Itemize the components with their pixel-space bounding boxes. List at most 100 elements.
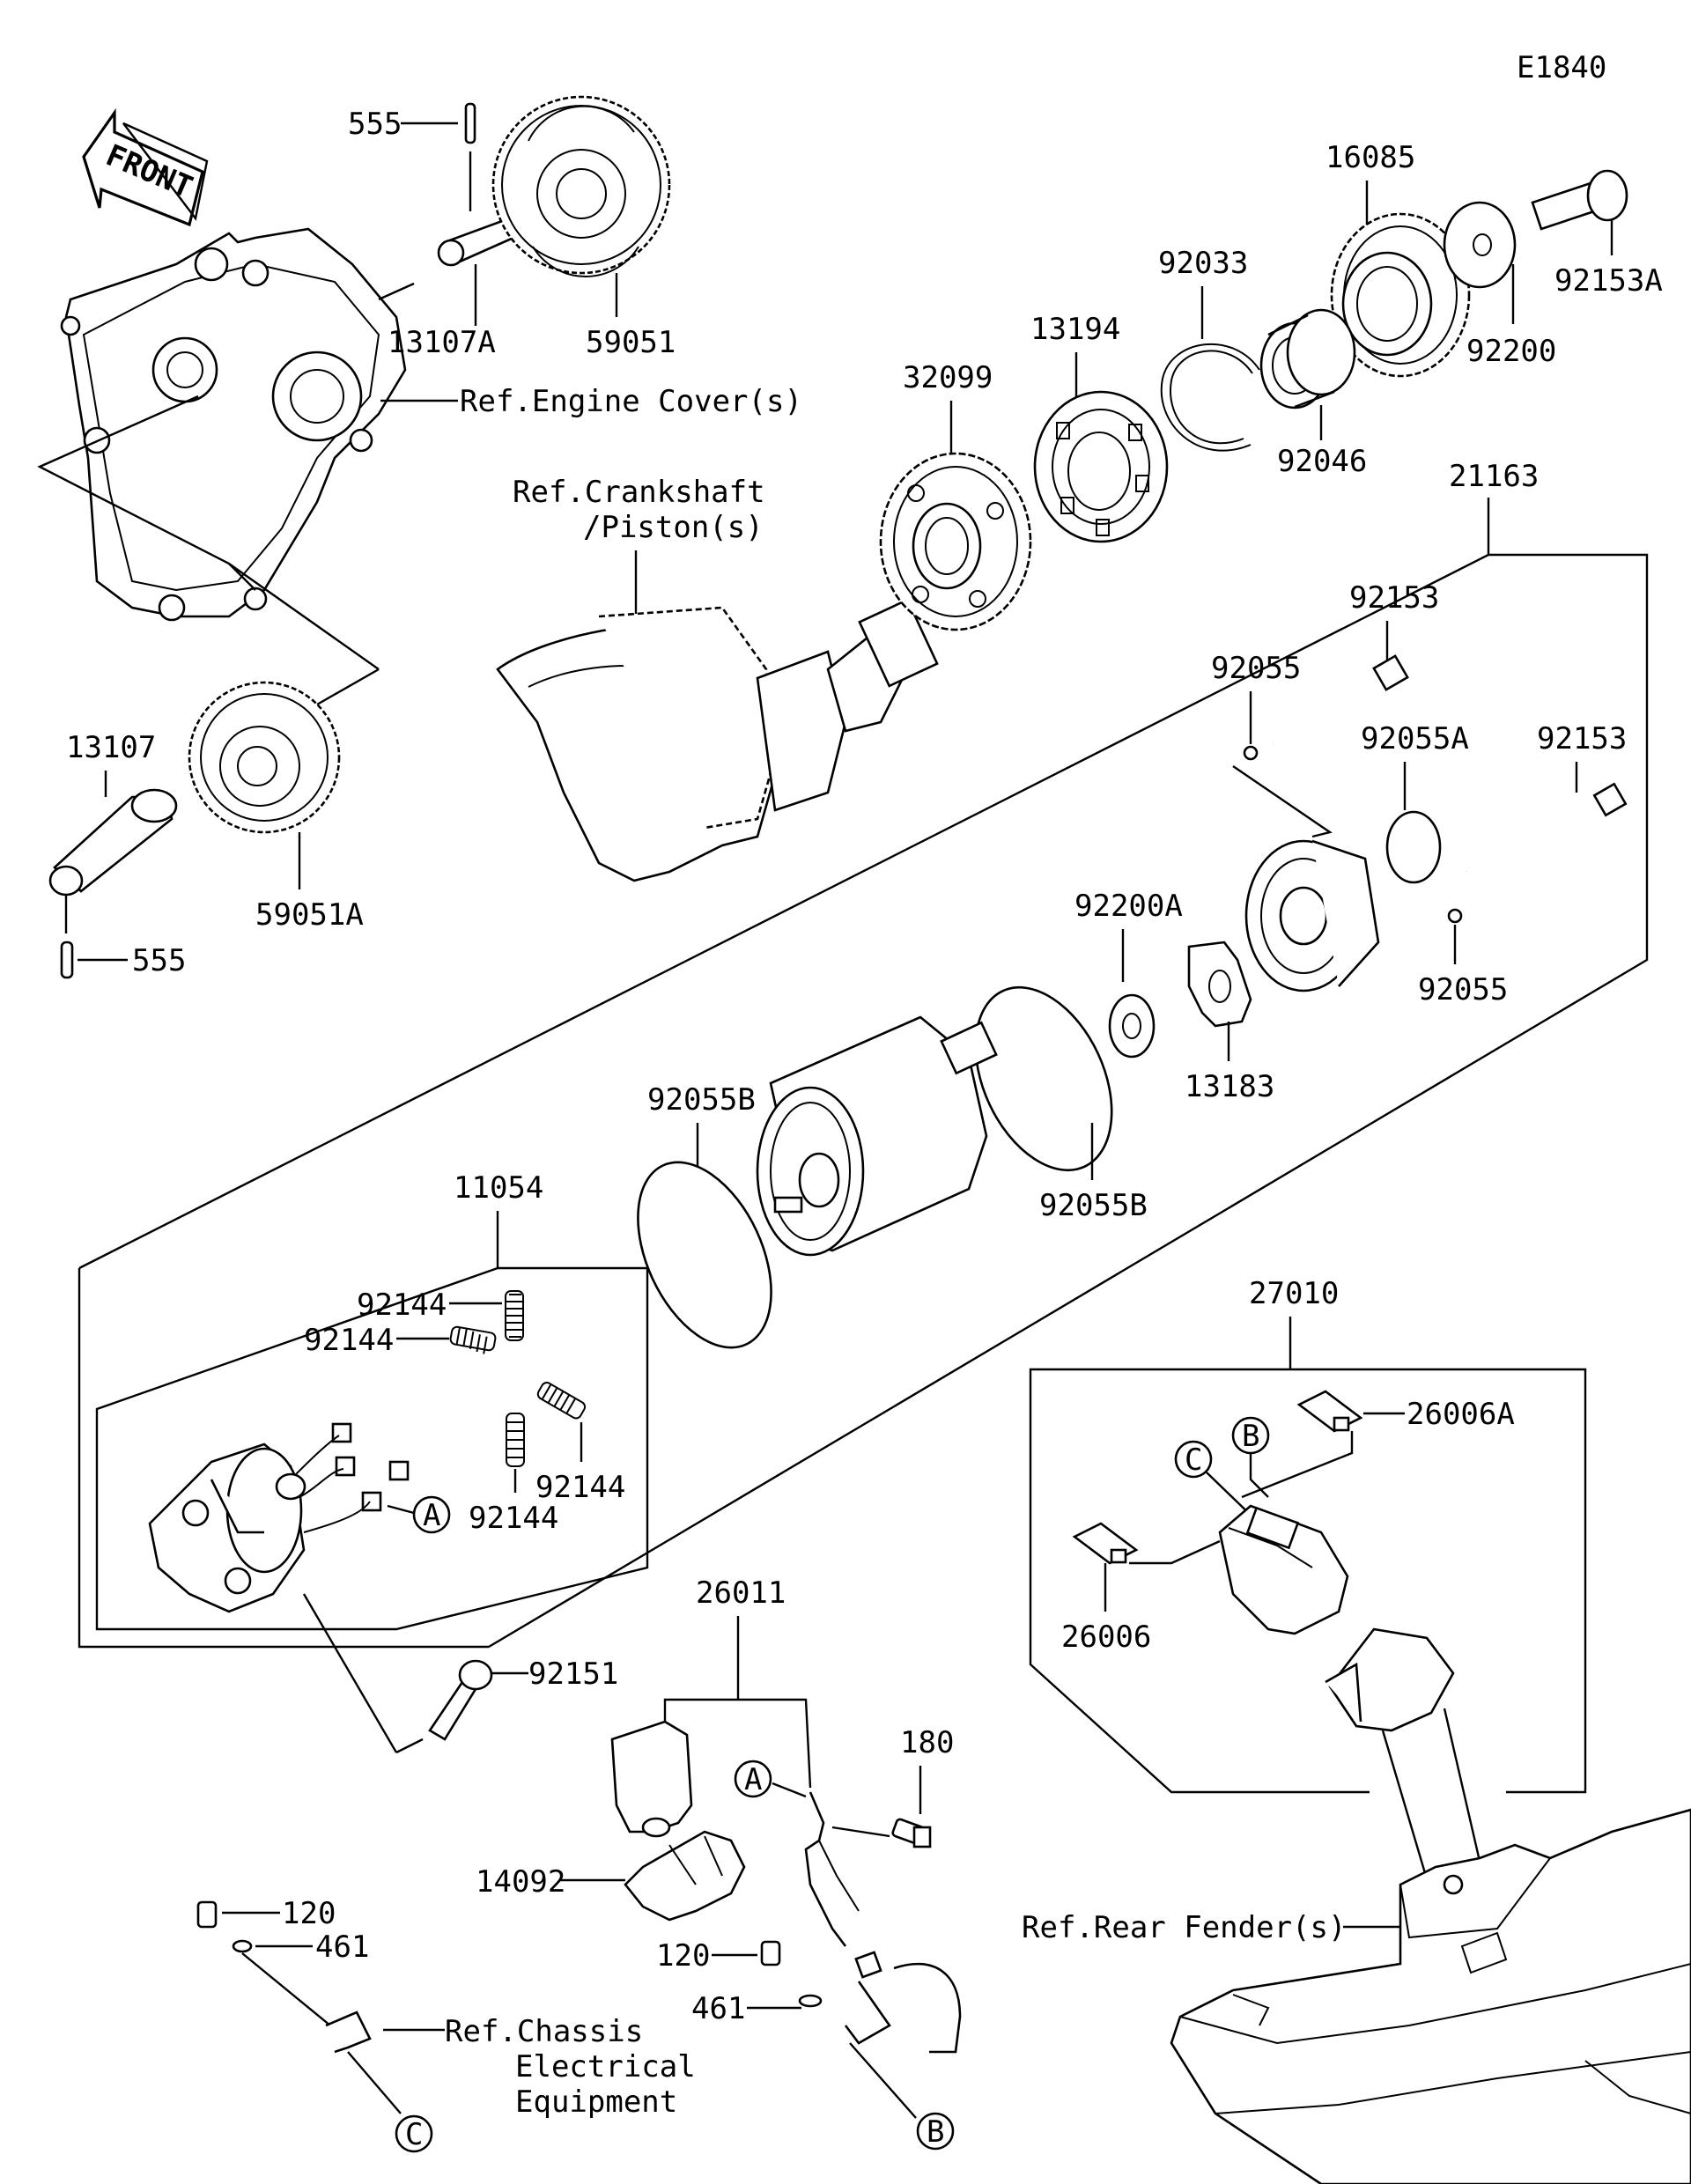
label-92153a: 92153A [1554, 263, 1663, 299]
brush-holder-part [148, 1422, 410, 1613]
label-26006: 26006 [1061, 1620, 1151, 1655]
plate-13183-part [1187, 941, 1252, 1028]
washer-92200a-part [1108, 993, 1156, 1059]
washer-461-a-part [232, 1939, 253, 1953]
label-27010: 27010 [1249, 1276, 1339, 1311]
label-21163: 21163 [1449, 459, 1539, 494]
spring-92144-c-part [506, 1413, 525, 1467]
bolt-180-part [891, 1818, 932, 1848]
starter-end-cover-part [1244, 839, 1380, 992]
label-461-b: 461 [691, 1991, 745, 2026]
ref-crankshaft-1: Ref.Crankshaft [513, 475, 765, 510]
label-92055b-b: 92055B [1039, 1188, 1148, 1223]
label-16085: 16085 [1325, 140, 1415, 175]
rear-fender-part [1170, 1808, 1691, 2184]
label-555-top: 555 [348, 107, 402, 142]
o-ring-92055-lower-part [1447, 908, 1463, 924]
gear-16085-part [1330, 212, 1471, 378]
callout-c-chassis: C [405, 2117, 423, 2152]
ref-chassis-2: Electrical [515, 2049, 696, 2084]
gear-59051a-part [188, 681, 341, 834]
label-92033: 92033 [1158, 246, 1248, 281]
bracket-14092-part [624, 1830, 746, 1922]
needle-bearing-92046-part [1259, 308, 1356, 410]
bolt-92151-part [428, 1659, 493, 1741]
callout-c-relay-icon [1174, 1440, 1213, 1479]
label-92055a: 92055A [1361, 721, 1469, 756]
o-ring-92055a-part [1385, 810, 1442, 884]
front-arrow-icon: FRONT [82, 107, 209, 227]
callout-a-cable: A [744, 1762, 762, 1797]
callout-a-brush-icon [412, 1495, 451, 1534]
o-ring-92055-upper-part [1243, 745, 1259, 761]
one-way-clutch-13194-part [1033, 390, 1169, 543]
label-13194: 13194 [1030, 312, 1120, 347]
label-13107a: 13107A [388, 325, 496, 360]
spring-92144-a-part [505, 1290, 524, 1341]
fuse-26006-part [1072, 1522, 1139, 1565]
label-26011: 26011 [696, 1575, 786, 1611]
gear-32099-part [879, 452, 1032, 631]
label-92153-b: 92153 [1537, 721, 1627, 756]
diagram-code: E1840 [1517, 50, 1606, 85]
label-14092: 14092 [476, 1864, 565, 1900]
ref-chassis-1: Ref.Chassis [445, 2014, 643, 2049]
spring-92144-b-part [449, 1325, 497, 1354]
pin-555-top-part [464, 102, 476, 144]
terminal-cover-part [610, 1720, 693, 1838]
label-13183: 13183 [1185, 1069, 1274, 1104]
washer-92200-part [1443, 201, 1517, 289]
crankshaft-part [496, 598, 939, 882]
bolt-92153a-part [1531, 169, 1628, 231]
spring-92144-d-part [536, 1382, 587, 1420]
label-92144-a: 92144 [357, 1288, 447, 1323]
label-11054: 11054 [454, 1170, 543, 1206]
label-92151: 92151 [528, 1656, 618, 1692]
bolt-120-b-part [760, 1940, 781, 1966]
callout-b-relay: B [1242, 1419, 1259, 1454]
relay-holder-part [1325, 1627, 1455, 1732]
bolt-120-a-part [196, 1900, 218, 1929]
callout-a-cable-icon [734, 1760, 772, 1798]
engine-cover-part [60, 227, 407, 622]
bolt-92153-upper-part [1271, 654, 1409, 746]
label-59051a: 59051A [255, 897, 364, 933]
callout-b-cable-icon [916, 2112, 955, 2151]
label-92153-a: 92153 [1349, 580, 1439, 616]
label-32099: 32099 [903, 360, 993, 395]
label-180: 180 [900, 1725, 954, 1760]
callout-c-chassis-icon [395, 2114, 433, 2153]
label-92200a: 92200A [1074, 889, 1183, 924]
circlip-92033-part [1160, 343, 1260, 452]
washer-461-b-part [798, 1994, 823, 2008]
cable-26011-part [804, 1791, 962, 2054]
label-92200: 92200 [1466, 334, 1556, 369]
label-461-a: 461 [315, 1929, 369, 1965]
ref-crankshaft-2: /Piston(s) [583, 510, 764, 545]
label-13107: 13107 [66, 730, 156, 765]
label-26006a: 26006A [1407, 1397, 1515, 1432]
label-92055b-a: 92055B [647, 1082, 756, 1118]
o-ring-92055b-left-part [637, 1161, 772, 1349]
ref-chassis-3: Equipment [515, 2084, 677, 2120]
label-92055-b: 92055 [1418, 972, 1508, 1007]
label-92046: 92046 [1277, 444, 1367, 479]
bolt-92153-lower-part [1466, 782, 1628, 874]
callout-b-cable: B [927, 2114, 944, 2150]
label-92144-c: 92144 [469, 1501, 558, 1536]
o-ring-92055b-right-part [974, 985, 1113, 1172]
relay-part [1218, 1504, 1349, 1635]
label-92055-a: 92055 [1211, 651, 1301, 686]
label-555-bottom: 555 [132, 943, 186, 978]
pin-555-bottom-part [60, 941, 74, 979]
shaft-13107-part [48, 788, 178, 896]
chassis-terminal-part [325, 2011, 372, 2054]
ref-engine-cover: Ref.Engine Cover(s) [460, 384, 802, 419]
label-92144-b: 92144 [304, 1323, 394, 1358]
fuse-26006a-part [1296, 1390, 1363, 1433]
label-120-b: 120 [656, 1938, 710, 1974]
label-59051: 59051 [586, 325, 676, 360]
starter-motor-part [756, 1015, 998, 1257]
label-120-a: 120 [282, 1896, 336, 1931]
